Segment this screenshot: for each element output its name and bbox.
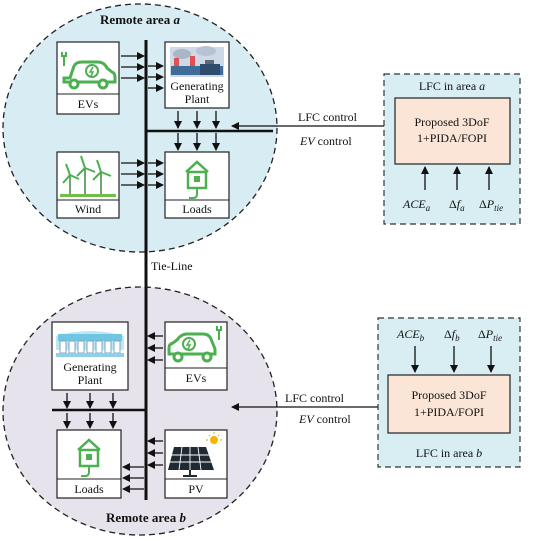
area-b-lfc-control-label: LFC control [285,391,345,405]
area-b-evs-label: EVs [186,371,207,385]
area-b-generating-plant-block: Generating Plant [51,321,129,391]
hydro-dam-icon [56,331,124,357]
area-b-loads-label: Loads [74,482,104,496]
area-a-wind-label: Wind [75,202,101,216]
input-delta-ptie-b: ΔPtie [478,327,502,343]
input-ace-a: ACEa [402,197,431,213]
lfc-panel-area-a: LFC in area a Proposed 3DoF 1+PIDA/FOPI … [383,73,521,225]
input-delta-ptie-a: ΔPtie [479,197,503,213]
area-b-evs-block: EVs [164,321,228,391]
controller-a-line-2: 1+PIDA/FOPI [417,131,487,145]
input-delta-f-a: Δfa [449,197,465,213]
area-b-loads-block: Loads [56,429,122,499]
area-a-wind-block: Wind [56,151,120,219]
area-b-pv-block: PV [164,429,228,499]
area-a-evs-block: EVs [56,41,120,115]
area-a-generating-plant-block: Generating Plant [164,41,230,109]
area-a-gen-label-1: Generating [170,79,223,93]
area-a-title: Remote area a [100,12,180,27]
input-delta-f-b: Δfb [444,327,460,343]
area-b-ev-control-label: EV control [298,412,351,426]
controller-a-block [394,97,511,165]
area-a-boundary [2,3,278,253]
area-a-loads-block: Loads [164,151,230,219]
house-load-icon [185,160,209,199]
ev-car-icon [167,326,222,363]
area-a-lfc-control-label: LFC control [298,110,358,124]
house-load-icon [77,438,101,477]
lfc-panel-area-b: Proposed 3DoF 1+PIDA/FOPI LFC in area b … [377,317,521,468]
area-b-flow-arrows [63,332,163,493]
controller-a-line-1: Proposed 3DoF [414,115,489,129]
area-a-gen-label-2: Plant [185,92,210,106]
input-ace-b: ACEb [396,327,425,343]
area-b-pv-label: PV [188,482,204,496]
area-b-title: Remote area b [106,510,186,525]
area-a-loads-label: Loads [182,202,212,216]
area-a-evs-label: EVs [78,97,99,111]
lfc-a-header: LFC in area a [419,79,485,93]
solar-panel-icon [168,432,222,477]
area-a-ev-control-label: EV control [299,134,352,148]
area-b-gen-label-2: Plant [78,373,103,387]
area-b-gen-label-1: Generating [63,360,116,374]
wind-turbine-icon [60,155,116,197]
controller-b-block [387,374,511,434]
controller-b-line-1: Proposed 3DoF [411,388,486,402]
power-plant-icon [170,46,224,77]
area-a-flow-arrows [121,52,220,189]
tie-line-label: Tie-Line [151,259,193,273]
ev-car-icon [61,52,117,90]
controller-b-line-2: 1+PIDA/FOPI [414,405,484,419]
lfc-b-footer: LFC in area b [416,446,482,460]
